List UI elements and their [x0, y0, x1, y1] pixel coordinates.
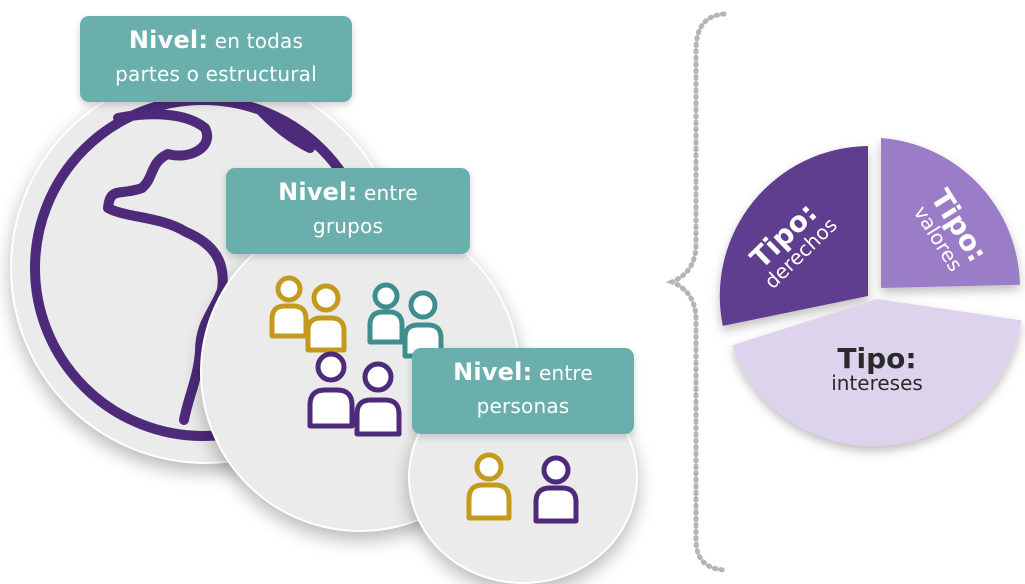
level-world-text2: partes o estructural: [115, 62, 317, 86]
person-icon: [533, 455, 579, 524]
level-groups-text2: grupos: [312, 214, 384, 238]
level-groups-text1: entre: [363, 181, 418, 205]
level-persons-text2: personas: [476, 394, 570, 418]
type-interests-text: intereses: [831, 371, 923, 396]
person-icon: [305, 283, 347, 353]
pie-slice-interests: [731, 299, 1022, 446]
person-icon: [367, 282, 405, 345]
level-persons-bold: Nivel:: [453, 358, 533, 386]
type-interests-label: Tipo: intereses: [812, 344, 942, 394]
pie-slice-values: [881, 138, 1020, 288]
level-persons-text1: entre: [538, 361, 593, 385]
level-persons-label: Nivel: entre personas: [412, 348, 634, 434]
level-world-text1: en todas: [214, 29, 304, 53]
level-world-bold: Nivel:: [128, 26, 209, 54]
level-world-label: Nivel: en todas partes o estructural: [80, 16, 352, 102]
level-groups-label: Nivel: entre grupos: [226, 168, 470, 254]
person-icon: [269, 275, 309, 339]
person-icon: [307, 351, 355, 429]
type-interests-bold: Tipo:: [837, 342, 917, 375]
level-groups-bold: Nivel:: [278, 178, 358, 206]
pie-slice-rights: [719, 146, 868, 326]
person-icon: [466, 452, 512, 521]
person-icon: [354, 361, 402, 437]
